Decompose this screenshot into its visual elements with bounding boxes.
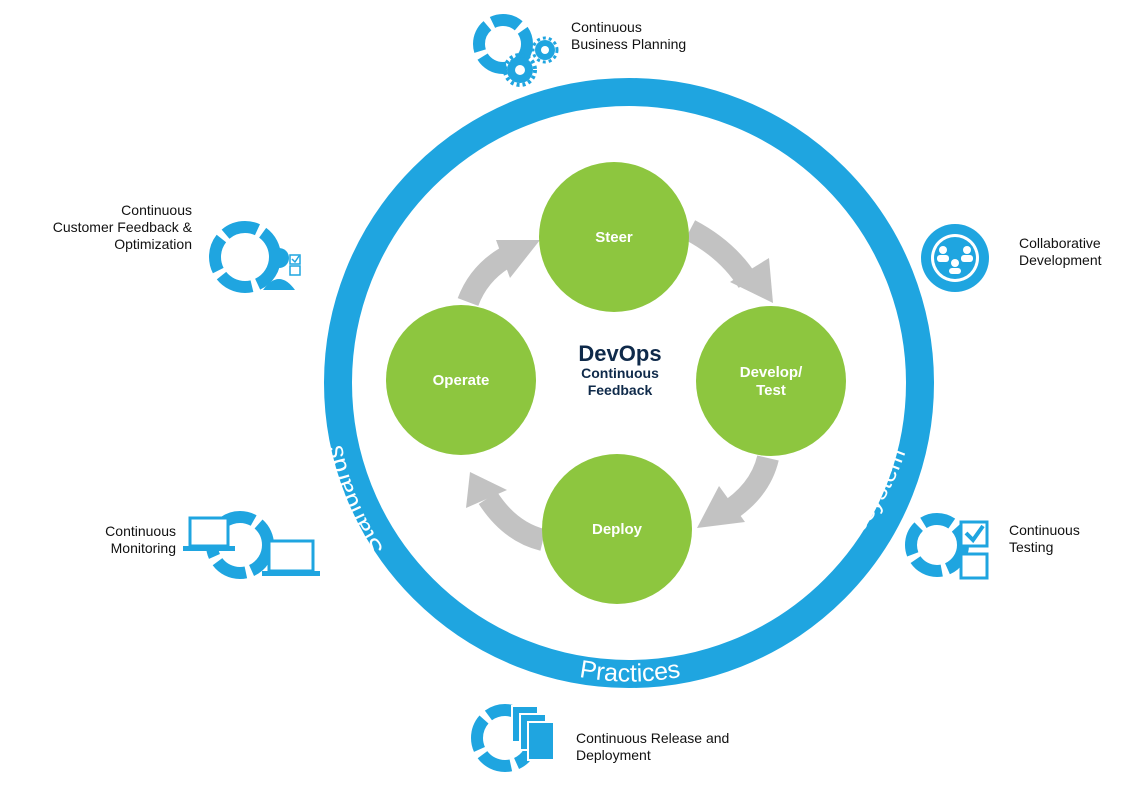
steer-label: Steer [595,229,633,246]
deploy-circle [542,454,692,604]
person-checklist-icon [209,221,301,293]
center-subtitle-line1: Continuous [581,365,659,381]
center-subtitle-line2: Feedback [588,382,653,398]
gears-icon [473,14,559,87]
develop-test-circle [696,306,846,456]
checkbox-icon [905,513,989,580]
monitoring-label-line2: Monitoring [110,540,176,556]
outer-ring [324,78,934,688]
feedback-label-line2: Customer Feedback & [52,219,192,235]
people-icon [921,224,989,292]
cycle-arrows [457,220,779,551]
planning-label: Continuous Business Planning [571,19,686,53]
deploy-label: Deploy [592,521,643,538]
collaborative-label: Collaborative Development [1019,235,1102,269]
operate-label: Operate [433,372,490,389]
testing-label-line2: Testing [1009,539,1054,555]
operate-circle [386,305,536,455]
feedback-label-line3: Optimization [114,236,192,252]
develop-label-line2: Test [756,382,786,399]
arrow-steer-to-develop [684,220,773,303]
collaborative-label-line1: Collaborative [1019,235,1101,251]
release-label-line2: Deployment [576,747,651,763]
center-title: DevOps [578,341,661,366]
release-label: Continuous Release and Deployment [576,730,729,764]
steer-circle [539,162,689,312]
develop-label-line1: Develop/ [740,364,803,381]
feedback-label-line1: Continuous [121,202,192,218]
release-label-line1: Continuous Release and [576,730,730,746]
feedback-label: Continuous Customer Feedback & Optimizat… [2,202,192,253]
arrow-deploy-to-operate [466,472,547,551]
collaborative-label-line2: Development [1019,252,1102,268]
arrow-operate-to-steer [457,240,540,307]
arrow-develop-to-deploy [697,455,779,528]
monitoring-label-line1: Continuous [105,523,176,539]
documents-icon [471,704,555,772]
testing-label: Continuous Testing [1009,522,1080,556]
laptops-icon [183,511,320,579]
monitoring-label: Continuous Monitoring [66,523,176,557]
testing-label-line1: Continuous [1009,522,1080,538]
planning-label-line1: Continuous [571,19,642,35]
planning-label-line2: Business Planning [571,36,687,52]
ring-word-practices: Practices [578,655,682,688]
